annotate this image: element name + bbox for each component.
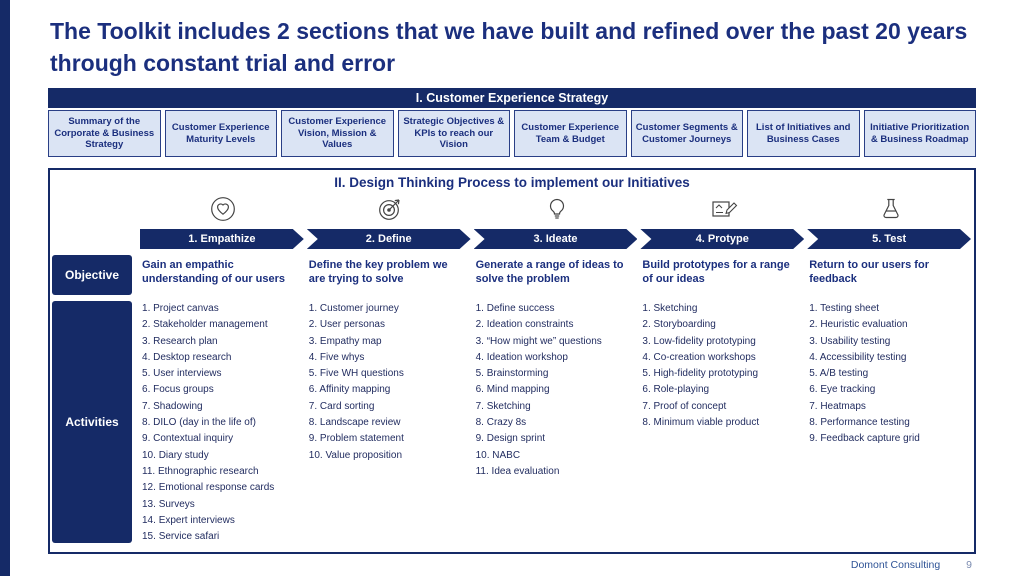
slide-title: The Toolkit includes 2 sections that we … [50, 18, 968, 76]
activity-item: Co-creation workshops [653, 351, 756, 363]
activity-item: NABC [492, 449, 521, 461]
strategy-box: Customer Experience Vision, Mission & Va… [281, 110, 394, 157]
phase-arrow-test: 5. Test [807, 229, 971, 249]
activity-item: Research plan [153, 335, 218, 347]
activity-item: Emotional response cards [158, 482, 275, 494]
activity-item: Performance testing [820, 417, 910, 429]
section1-header: I. Customer Experience Strategy [48, 88, 976, 108]
activity-item: Idea evaluation [491, 465, 560, 477]
activity-item: Five WH questions [319, 368, 404, 380]
activity-item: “How might we” questions [486, 335, 602, 347]
activity-item: Accessibility testing [819, 351, 907, 363]
activity-item: User interviews [153, 368, 222, 380]
activity-item: Empathy map [319, 335, 382, 347]
prototype-icon [710, 196, 738, 222]
activity-item: Ideation workshop [486, 351, 568, 363]
lightbulb-icon [544, 196, 570, 222]
section-design-thinking-process: II. Design Thinking Process to implement… [48, 168, 976, 554]
activity-item: DILO (day in the life of) [153, 417, 256, 429]
strategy-box: Customer Segments & Customer Journeys [630, 110, 743, 157]
left-accent-bar [0, 0, 10, 576]
strategy-box: Customer Experience Maturity Levels [164, 110, 277, 157]
footer: Domont Consulting 9 [851, 559, 972, 571]
activity-item: Crazy 8s [486, 417, 527, 429]
activity-item: Testing sheet [820, 303, 880, 314]
activity-item: User personas [319, 319, 385, 331]
activity-item: Design sprint [486, 433, 546, 445]
phase-arrow-ideate: 3. Ideate [474, 229, 638, 249]
activity-item: Define success [486, 303, 555, 314]
flask-icon [878, 196, 904, 222]
strategy-box: Summary of the Corporate & Business Stra… [48, 110, 161, 157]
target-icon [377, 196, 403, 222]
objective-text: Build prototypes for a range of our idea… [642, 259, 790, 286]
activity-item: Heatmaps [820, 400, 866, 412]
strategy-box: Strategic Objectives & KPIs to reach our… [397, 110, 510, 157]
activity-item: Shadowing [153, 400, 203, 412]
activity-item: Storyboarding [653, 319, 716, 331]
activity-item: Heuristic evaluation [820, 319, 908, 331]
activity-item: Role-playing [653, 384, 710, 396]
activity-item: Low-fidelity prototyping [653, 335, 756, 347]
grid-spacer [50, 226, 140, 252]
activity-item: Proof of concept [653, 400, 727, 412]
activity-item: Focus groups [153, 384, 214, 396]
strategy-boxes-row: Summary of the Corporate & Business Stra… [48, 110, 976, 157]
activity-item: Project canvas [153, 303, 219, 314]
activity-item: Value proposition [325, 449, 403, 461]
page-number: 9 [966, 559, 972, 571]
activity-item: Sketching [653, 303, 698, 314]
phase-arrow-protype: 4. Protype [640, 229, 804, 249]
activity-item: Card sorting [319, 400, 375, 412]
activity-item: Expert interviews [158, 514, 235, 526]
activities-row-label: Activities [52, 301, 132, 543]
activity-item: Landscape review [319, 417, 401, 429]
objective-row-label: Objective [52, 255, 132, 295]
activity-item: Diary study [158, 449, 209, 461]
design-thinking-grid: 1. Empathize 2. Define 3. Ideate 4. Prot… [50, 192, 974, 546]
activity-item: Five whys [319, 351, 365, 363]
activity-item: High-fidelity prototyping [653, 368, 759, 380]
strategy-box: List of Initiatives and Business Cases [747, 110, 860, 157]
section2-header: II. Design Thinking Process to implement… [334, 175, 690, 190]
activity-item: Contextual inquiry [153, 433, 234, 445]
activity-item: Affinity mapping [319, 384, 391, 396]
activity-item: Eye tracking [820, 384, 876, 396]
objective-text: Return to our users for feedback [809, 259, 929, 286]
activity-item: Usability testing [820, 335, 891, 347]
activity-item: Brainstorming [486, 368, 549, 380]
activity-item: Desktop research [153, 351, 232, 363]
footer-company: Domont Consulting [850, 559, 941, 571]
phase-arrow-define: 2. Define [307, 229, 471, 249]
activity-item: Feedback capture grid [820, 433, 920, 445]
objective-text: Gain an empathic understanding of our us… [142, 259, 286, 286]
objective-text: Generate a range of ideas to solve the p… [475, 259, 624, 286]
activity-item: Customer journey [319, 303, 399, 314]
activity-item: Problem statement [319, 433, 404, 445]
grid-spacer [50, 192, 140, 226]
activity-item: A/B testing [819, 368, 869, 380]
section-customer-experience-strategy: I. Customer Experience Strategy Summary … [48, 88, 976, 157]
heart-icon [210, 196, 236, 222]
activity-item: Surveys [158, 498, 195, 510]
phase-arrow-empathize: 1. Empathize [140, 229, 304, 249]
strategy-box: Customer Experience Team & Budget [514, 110, 627, 157]
activity-item: Sketching [486, 400, 531, 412]
activity-item: Minimum viable product [653, 417, 760, 429]
activity-item: Ethnographic research [157, 465, 259, 477]
activity-item: Service safari [158, 531, 220, 543]
activity-item: Ideation constraints [486, 319, 574, 331]
objective-text: Define the key problem we are trying to … [308, 259, 448, 286]
activity-item: Stakeholder management [153, 319, 268, 331]
activity-item: Mind mapping [486, 384, 550, 396]
strategy-box: Initiative Prioritization & Business Roa… [863, 110, 976, 157]
